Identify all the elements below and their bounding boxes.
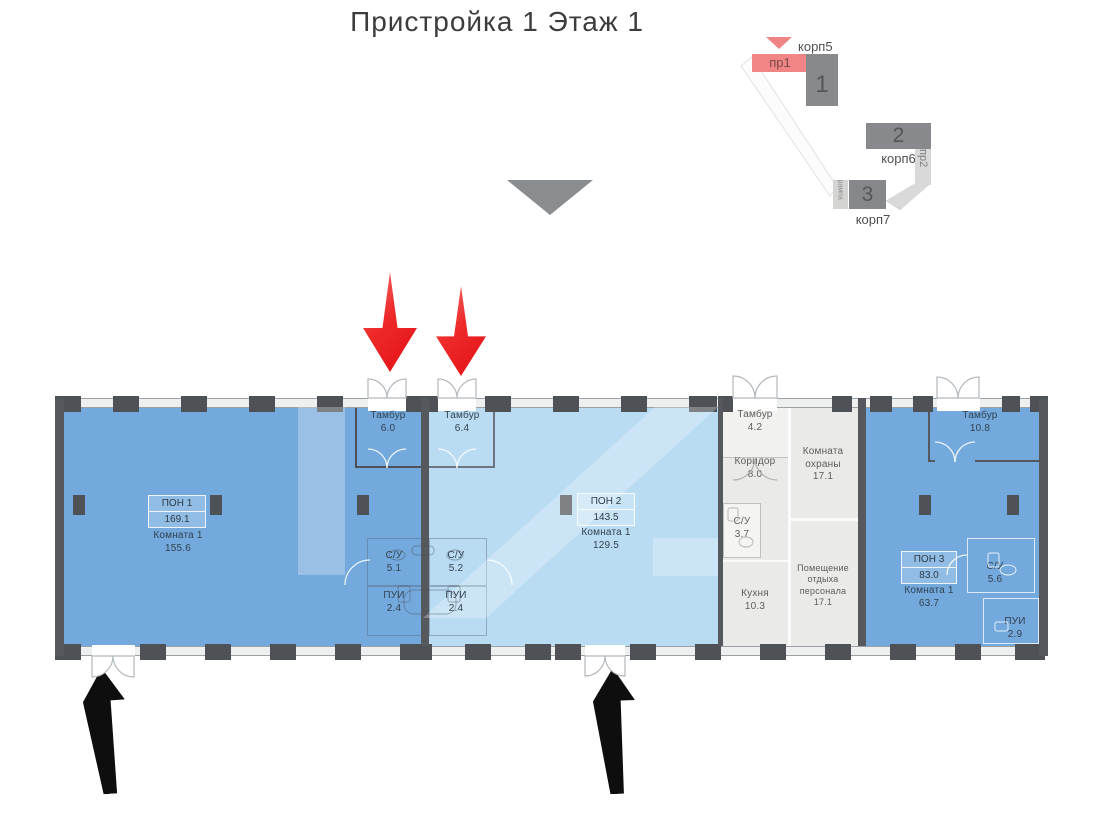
minimap-block-1[interactable]: 1 (806, 54, 838, 106)
minimap-pr2-label: пр2 (917, 149, 929, 168)
column (560, 495, 572, 515)
minimap-block-pr1[interactable]: пр1 (752, 54, 808, 72)
entrance-black-arrow-icon (81, 667, 132, 796)
service-inner-wall (723, 560, 788, 562)
page-title: Пристройка 1 Этаж 1 (350, 6, 644, 37)
bottom-wall (55, 644, 1048, 660)
su-52-room (429, 538, 487, 586)
pui-29-room (983, 598, 1039, 644)
minimap-block-pr2[interactable]: пр2 (915, 148, 931, 185)
unit-2-area (429, 407, 718, 646)
left-wall (55, 398, 64, 656)
service-inner-wall (788, 407, 791, 646)
pui-right-room (429, 586, 487, 636)
tambour-4-wall (928, 460, 935, 462)
service-inner-wall (788, 518, 858, 521)
unit-1-area (64, 407, 421, 646)
minimap-korp6-label: корп6 (881, 151, 916, 166)
column (1007, 495, 1019, 515)
unit1-unit2-wall (421, 398, 429, 646)
column (919, 495, 931, 515)
minimap-block-ramp[interactable]: рампа (833, 180, 848, 209)
column (210, 495, 222, 515)
service-unit3-wall (858, 398, 866, 646)
entrance-black-arrow-icon (592, 667, 638, 794)
su-56-room (967, 538, 1035, 593)
minimap-block-3[interactable]: 3 (849, 180, 886, 209)
entrance-red-arrow-icon (363, 272, 417, 372)
minimap-block-2[interactable]: 2 (866, 123, 931, 149)
tambour-4-wall (928, 407, 930, 462)
tambour-4-wall (975, 460, 1039, 462)
column (357, 495, 369, 515)
column (73, 495, 85, 515)
tambour-3-walls (723, 407, 789, 458)
unit2-service-wall (718, 398, 723, 646)
minimap-ramp-label: рампа (836, 179, 844, 200)
minimap-location-marker-icon (766, 37, 792, 49)
entrance-red-arrow-icon (436, 286, 486, 376)
top-wall (55, 396, 1048, 412)
down-triangle-icon (507, 180, 593, 215)
minimap-korp5-label: корп5 (798, 39, 833, 54)
right-wall (1039, 398, 1048, 656)
minimap-korp7-label: корп7 (855, 212, 891, 227)
